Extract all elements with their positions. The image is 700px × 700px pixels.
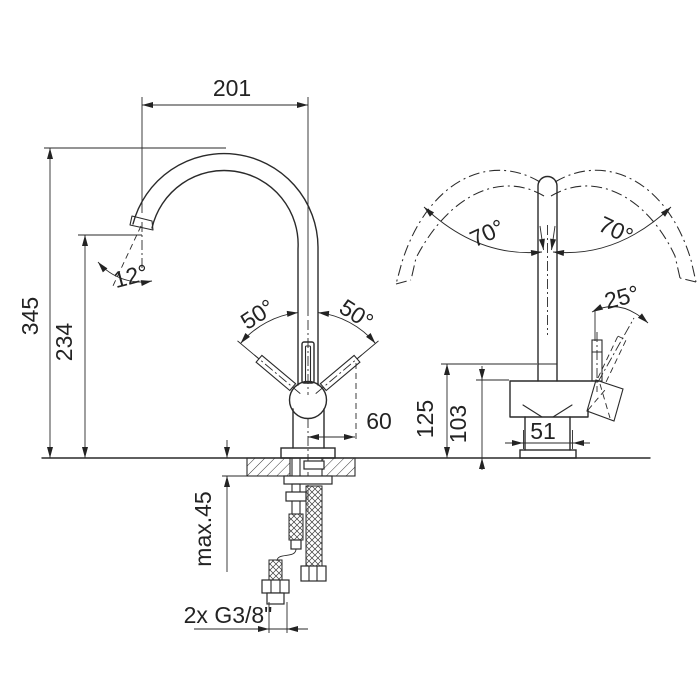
dim-label-joint-height: 125 — [412, 400, 438, 438]
counter-section — [41, 457, 651, 477]
stud-nut — [285, 491, 307, 502]
dim-label-swivel-left: 70° — [466, 214, 509, 252]
hose-right-braided — [305, 485, 323, 567]
mounting-hardware — [261, 458, 333, 605]
dimension-overall-height: 345 — [17, 147, 226, 458]
dim-label-spout-reach: 201 — [213, 75, 251, 101]
dimension-mounting-thickness: max.45 — [190, 440, 247, 572]
clamp-plate — [283, 475, 333, 485]
dim-label-body-height: 103 — [445, 405, 471, 443]
side-base-plate — [519, 449, 577, 459]
dimension-lever-reach: 60 — [308, 363, 392, 443]
lever-mount — [586, 379, 624, 422]
dimension-outlet-angle: 12° — [97, 225, 153, 293]
dim-label-connection-thread: 2x G3/8" — [184, 602, 273, 628]
dimension-lever-tilt: 25° — [591, 280, 649, 341]
dimension-connection-thread: 2x G3/8" — [184, 602, 308, 633]
dim-label-lever-tilt: 25° — [602, 280, 642, 314]
swivel-ghost-arcs — [395, 169, 697, 285]
dim-label-lever-angle-right: 50° — [335, 294, 378, 335]
side-spout-column — [537, 175, 558, 382]
dimension-spout-reach: 201 — [141, 75, 309, 316]
side-body — [509, 380, 599, 459]
dim-label-swivel-right: 70° — [595, 211, 638, 249]
dim-label-base-width: 51 — [530, 418, 556, 444]
dim-label-outlet-angle: 12° — [111, 259, 151, 293]
dim-label-overall-height: 345 — [17, 297, 43, 335]
dim-label-outlet-height: 234 — [51, 323, 77, 362]
dim-label-mounting-thickness: max.45 — [190, 491, 216, 566]
side-lever — [586, 317, 635, 422]
lever-positions-50deg — [237, 340, 379, 394]
side-view: 70° 70° 25° 1 — [395, 169, 697, 470]
dimension-joint-height: 125 — [412, 363, 537, 458]
hose-left-end — [268, 559, 283, 581]
spout-outline — [129, 152, 319, 386]
dimension-outlet-height: 234 — [51, 234, 142, 458]
hose-left-braided — [288, 513, 304, 541]
dimension-lever-angles: 50° 50° — [236, 294, 378, 344]
dim-label-lever-angle-left: 50° — [236, 294, 279, 335]
dimension-body-height: 103 — [445, 366, 509, 470]
dimension-base-width: 51 — [505, 418, 590, 449]
front-view: 201 345 234 12° 50° 50° — [17, 75, 651, 633]
dim-label-lever-reach: 60 — [366, 408, 392, 434]
